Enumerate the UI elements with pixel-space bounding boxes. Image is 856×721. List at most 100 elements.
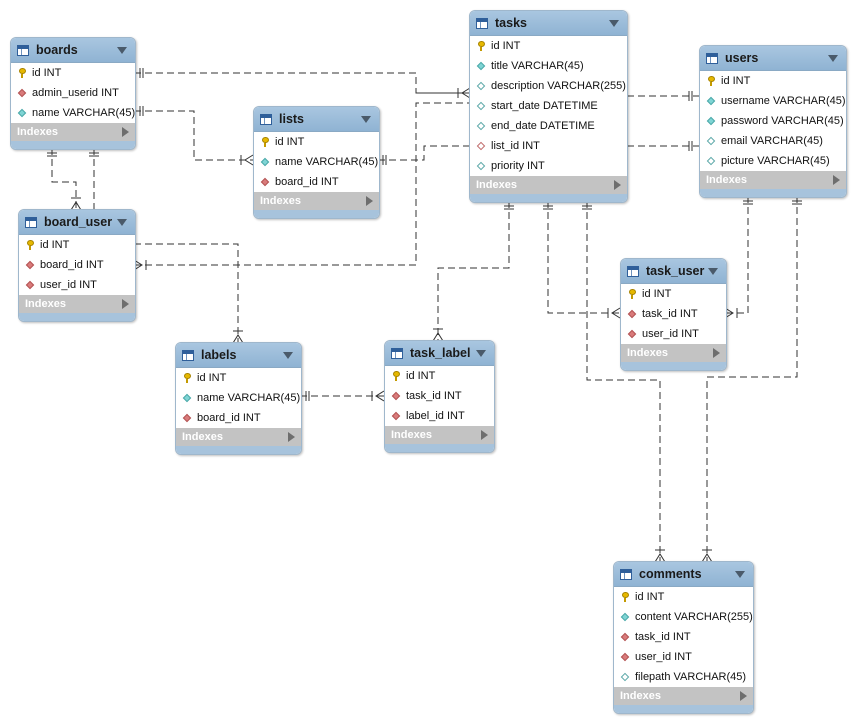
foreign-key-icon (182, 413, 192, 423)
collapse-caret-icon[interactable] (828, 54, 838, 62)
indexes-row[interactable]: Indexes (19, 295, 135, 313)
collapse-caret-icon[interactable] (117, 46, 127, 54)
column-row[interactable]: username VARCHAR(45) (700, 91, 846, 111)
indexes-row[interactable]: Indexes (176, 428, 301, 446)
expand-arrow-icon[interactable] (481, 430, 488, 440)
collapse-caret-icon[interactable] (609, 19, 619, 27)
column-row[interactable]: admin_userid INT (11, 83, 135, 103)
column-row[interactable]: password VARCHAR(45) (700, 111, 846, 131)
table-icon (391, 347, 403, 359)
column-row[interactable]: priority INT (470, 156, 627, 176)
column-row[interactable]: board_id INT (19, 255, 135, 275)
column-row[interactable]: id INT (700, 71, 846, 91)
indexes-row[interactable]: Indexes (254, 192, 379, 210)
foreign-key-icon (620, 632, 630, 642)
column-row[interactable]: picture VARCHAR(45) (700, 151, 846, 171)
column-row[interactable]: task_id INT (614, 627, 753, 647)
primary-key-icon (627, 289, 637, 299)
table-header[interactable]: users (700, 46, 846, 71)
column-row[interactable]: id INT (385, 366, 494, 386)
primary-key-icon (260, 137, 270, 147)
table-header[interactable]: task_user (621, 259, 726, 284)
indexes-row[interactable]: Indexes (614, 687, 753, 705)
column-row[interactable]: id INT (470, 36, 627, 56)
marker-boards-one-a (139, 68, 144, 78)
column-row[interactable]: name VARCHAR(45) (254, 152, 379, 172)
table-header[interactable]: boards (11, 38, 135, 63)
table-header[interactable]: tasks (470, 11, 627, 36)
expand-arrow-icon[interactable] (366, 196, 373, 206)
table-header[interactable]: task_label (385, 341, 494, 366)
collapse-caret-icon[interactable] (476, 349, 486, 357)
column-label: picture VARCHAR(45) (721, 155, 830, 167)
column-row[interactable]: name VARCHAR(45) (11, 103, 135, 123)
table-header[interactable]: labels (176, 343, 301, 368)
table-header[interactable]: lists (254, 107, 379, 132)
column-row[interactable]: id INT (19, 235, 135, 255)
column-row[interactable]: end_date DATETIME (470, 116, 627, 136)
table-task-user[interactable]: task_user id INT task_id INT user_id INT… (620, 258, 727, 371)
table-header[interactable]: comments (614, 562, 753, 587)
column-row[interactable]: id INT (11, 63, 135, 83)
expand-arrow-icon[interactable] (713, 348, 720, 358)
rel-users-comments (706, 196, 798, 562)
expand-arrow-icon[interactable] (122, 127, 129, 137)
indexes-row[interactable]: Indexes (470, 176, 627, 194)
column-row[interactable]: task_id INT (385, 386, 494, 406)
table-lists[interactable]: lists id INT name VARCHAR(45) board_id I… (253, 106, 380, 219)
collapse-caret-icon[interactable] (361, 115, 371, 123)
table-task-label[interactable]: task_label id INT task_id INT label_id I… (384, 340, 495, 453)
table-labels[interactable]: labels id INT name VARCHAR(45) board_id … (175, 342, 302, 455)
table-board-user[interactable]: board_user id INT board_id INT user_id I… (18, 209, 136, 322)
column-row[interactable]: content VARCHAR(255) (614, 607, 753, 627)
foreign-key-icon (17, 88, 27, 98)
column-row[interactable]: label_id INT (385, 406, 494, 426)
rel-tasks-task-user (547, 201, 620, 314)
table-boards[interactable]: boards id INT admin_userid INT name VARC… (10, 37, 136, 150)
collapse-caret-icon[interactable] (117, 218, 127, 226)
foreign-key-icon (627, 309, 637, 319)
column-row[interactable]: id INT (621, 284, 726, 304)
indexes-row[interactable]: Indexes (385, 426, 494, 444)
collapse-caret-icon[interactable] (283, 351, 293, 359)
foreign-key-icon (391, 391, 401, 401)
column-row[interactable]: user_id INT (614, 647, 753, 667)
foreign-key-icon (620, 652, 630, 662)
column-row[interactable]: description VARCHAR(255) (470, 76, 627, 96)
column-row[interactable]: name VARCHAR(45) (176, 388, 301, 408)
column-label: id INT (491, 40, 521, 52)
expand-arrow-icon[interactable] (614, 180, 621, 190)
column-row[interactable]: user_id INT (621, 324, 726, 344)
column-row[interactable]: list_id INT (470, 136, 627, 156)
collapse-caret-icon[interactable] (735, 570, 745, 578)
expand-arrow-icon[interactable] (288, 432, 295, 442)
column-row[interactable]: id INT (176, 368, 301, 388)
marker-boards-bottom-a (47, 152, 57, 157)
column-row[interactable]: id INT (254, 132, 379, 152)
table-icon (182, 349, 194, 361)
table-header[interactable]: board_user (19, 210, 135, 235)
collapse-caret-icon[interactable] (708, 267, 718, 275)
column-row[interactable]: board_id INT (254, 172, 379, 192)
expand-arrow-icon[interactable] (122, 299, 129, 309)
table-users[interactable]: users id INT username VARCHAR(45) passwo… (699, 45, 847, 198)
expand-arrow-icon[interactable] (740, 691, 747, 701)
column-row[interactable]: user_id INT (19, 275, 135, 295)
indexes-row[interactable]: Indexes (700, 171, 846, 189)
column-row[interactable]: task_id INT (621, 304, 726, 324)
column-label: label_id INT (406, 410, 465, 422)
table-tasks[interactable]: tasks id INT title VARCHAR(45) descripti… (469, 10, 628, 203)
column-row[interactable]: title VARCHAR(45) (470, 56, 627, 76)
table-icon (17, 44, 29, 56)
indexes-label: Indexes (260, 195, 301, 207)
column-row[interactable]: filepath VARCHAR(45) (614, 667, 753, 687)
column-row[interactable]: email VARCHAR(45) (700, 131, 846, 151)
indexes-row[interactable]: Indexes (11, 123, 135, 141)
indexes-row[interactable]: Indexes (621, 344, 726, 362)
column-row[interactable]: id INT (614, 587, 753, 607)
table-comments[interactable]: comments id INT content VARCHAR(255) tas… (613, 561, 754, 714)
column-row[interactable]: board_id INT (176, 408, 301, 428)
expand-arrow-icon[interactable] (833, 175, 840, 185)
column-label: task_id INT (635, 631, 691, 643)
column-row[interactable]: start_date DATETIME (470, 96, 627, 116)
